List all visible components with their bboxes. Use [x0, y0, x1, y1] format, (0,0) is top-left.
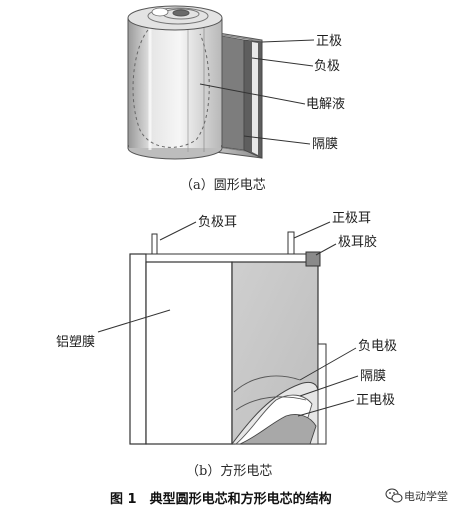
label-separator-b: 隔膜: [360, 369, 386, 384]
label-negative-electrode: 负电极: [358, 339, 397, 354]
watermark-text: 电动学堂: [404, 489, 448, 503]
caption-b: （b）方形电芯: [186, 463, 272, 479]
label-aluminum-film: 铝塑膜: [56, 335, 95, 350]
watermark: 电动学堂: [385, 488, 448, 503]
wechat-icon: [385, 488, 403, 503]
label-negative: 负极: [314, 59, 340, 74]
label-separator-a: 隔膜: [312, 137, 338, 152]
cylindrical-cell-diagram: [127, 5, 315, 160]
figure-title: 图 1 典型圆形电芯和方形电芯的结构: [110, 491, 332, 507]
label-negative-tab: 负极耳: [198, 215, 237, 230]
pouch-cell-diagram: [97, 221, 359, 445]
label-positive-electrode: 正电极: [356, 393, 395, 408]
label-tab-glue: 极耳胶: [338, 234, 377, 250]
label-positive: 正极: [316, 34, 342, 49]
caption-a: （a）圆形电芯: [180, 178, 266, 193]
label-electrolyte: 电解液: [306, 97, 345, 112]
label-positive-tab: 正极耳: [332, 211, 371, 226]
